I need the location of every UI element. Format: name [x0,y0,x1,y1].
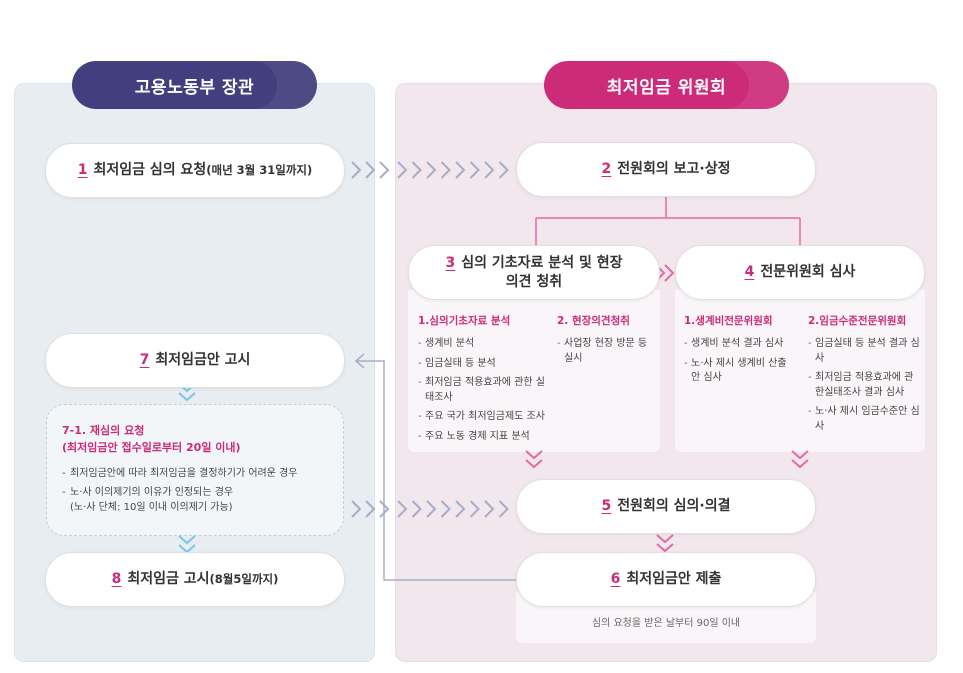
reconsideration-list: 최저임금안에 따라 최저임금을 결정하기가 어려운 경우 노·사 이의제기의 이… [62,466,298,519]
list-item: 임금실태 등 분석 [418,357,548,372]
list-item: 주요 국가 최저임금제도 조사 [418,410,548,425]
step3-col2: 2. 현장의견청취 사업장 현장 방문 등 실시 [557,314,653,371]
reconsideration-title: 7-1. 재심의 요청 (최저임금안 접수일로부터 20일 이내) [62,424,241,454]
list-item: 주요 노동 경제 지표 분석 [418,430,548,445]
list-item: 생계비 분석 [418,337,548,352]
list-item: 노·사 제시 임금수준안 심사 [808,405,922,434]
list-item: 노·사 이의제기의 이유가 인정되는 경우(노·사 단체: 10일 이내 이의제… [62,485,298,515]
list-item: 임금실태 등 분석 결과 심사 [808,337,922,366]
step1-request-box: 1 최저임금 심의 요청(매년 3월 31일까지) [45,143,345,198]
step4-col2: 2.임금수준전문위원회 임금실태 등 분석 결과 심사 최저임금 적용효과에 관… [808,314,922,439]
step4-committee-box: 4 전문위원회 심사 [675,245,925,300]
step3-col1: 1.심의기초자료 분석 생계비 분석 임금실태 등 분석 최저임금 적용효과에 … [418,314,548,449]
step6-submit-box: 6 최저임금안 제출 [516,552,816,607]
commission-header: 최저임금 위원회 [544,61,789,109]
step2-report-box: 2 전원회의 보고·상정 [516,142,816,197]
step5-deliberation-box: 5 전원회의 심의·의결 [516,479,816,534]
list-item: 사업장 현장 방문 등 실시 [557,337,653,366]
list-item: 최저임금 적용효과에 관한 실태조사 [418,376,548,405]
list-item: 최저임금안에 따라 최저임금을 결정하기가 어려운 경우 [62,466,298,481]
step4-col1: 1.생계비전문위원회 생계비 분석 결과 심사 노·사 제시 생계비 산출안 심… [684,314,794,391]
step7-notice-draft-box: 7 최저임금안 고시 [45,333,345,388]
chevron-right-icon [379,500,390,518]
list-item: 노·사 제시 생계비 산출안 심사 [684,357,794,386]
ministry-header: 고용노동부 장관 [72,61,317,109]
list-item: 생계비 분석 결과 심사 [684,337,794,352]
chevron-right-icon [379,161,390,179]
step6-note: 심의 요청을 받은 날부터 90일 이내 [591,618,741,629]
list-item: 최저임금 적용효과에 관한실태조사 결과 심사 [808,371,922,400]
step8-final-notice-box: 8 최저임금 고시(8월5일까지) [45,552,345,607]
